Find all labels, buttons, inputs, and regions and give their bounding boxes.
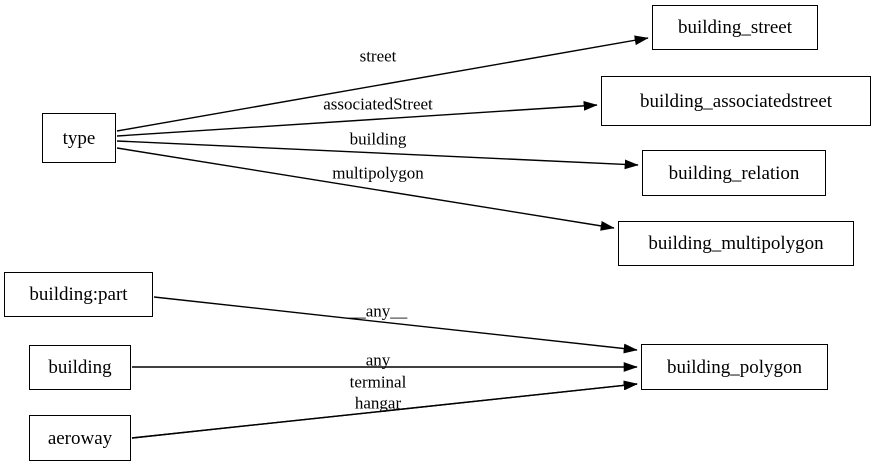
node-label: type (62, 127, 96, 149)
edge-e8-aeroway-to-building_polygon (131, 380, 638, 439)
node-label: building (48, 357, 112, 378)
edge-e5-building_part-to-building_polygon (153, 296, 638, 354)
edge-label-e5: __any__ (348, 301, 408, 321)
node-label: building_street (678, 17, 792, 38)
node-type[interactable]: type (42, 113, 116, 163)
node-building_multipolygon[interactable]: building_multipolygon (618, 221, 854, 266)
node-building[interactable]: building (29, 345, 131, 390)
edge-e3-type-to-building_relation (116, 140, 639, 170)
edge-label-e2: associatedStreet (323, 94, 433, 114)
edge-label-e3: building (349, 129, 407, 149)
edge-lines (116, 35, 649, 439)
edge-e2-type-to-building_associatedstreet (116, 100, 598, 137)
node-label: building_multipolygon (648, 233, 824, 254)
edge-label-e8: hangar (354, 393, 402, 413)
node-building_polygon[interactable]: building_polygon (641, 344, 828, 390)
edge-label-e6: __any__ (348, 350, 408, 370)
edge-label-e4: multipolygon (332, 163, 424, 183)
node-label: building_associatedstreet (639, 90, 833, 112)
edge-e1-type-to-building_street (116, 35, 649, 132)
node-label: building_polygon (666, 356, 803, 378)
node-building_relation[interactable]: building_relation (642, 150, 826, 196)
node-building_street[interactable]: building_street (652, 5, 818, 50)
node-label: aeroway (47, 427, 113, 449)
node-building_part[interactable]: building:part (4, 272, 153, 317)
node-aeroway[interactable]: aeroway (29, 415, 131, 461)
node-building_associatedstreet[interactable]: building_associatedstreet (601, 76, 871, 126)
node-label: building_relation (668, 162, 800, 184)
edge-label-e7: terminal (349, 372, 407, 392)
edge-label-e1: street (359, 46, 397, 66)
node-label: building:part (29, 284, 128, 305)
edge-e4-type-to-building_multipolygon (116, 147, 615, 231)
